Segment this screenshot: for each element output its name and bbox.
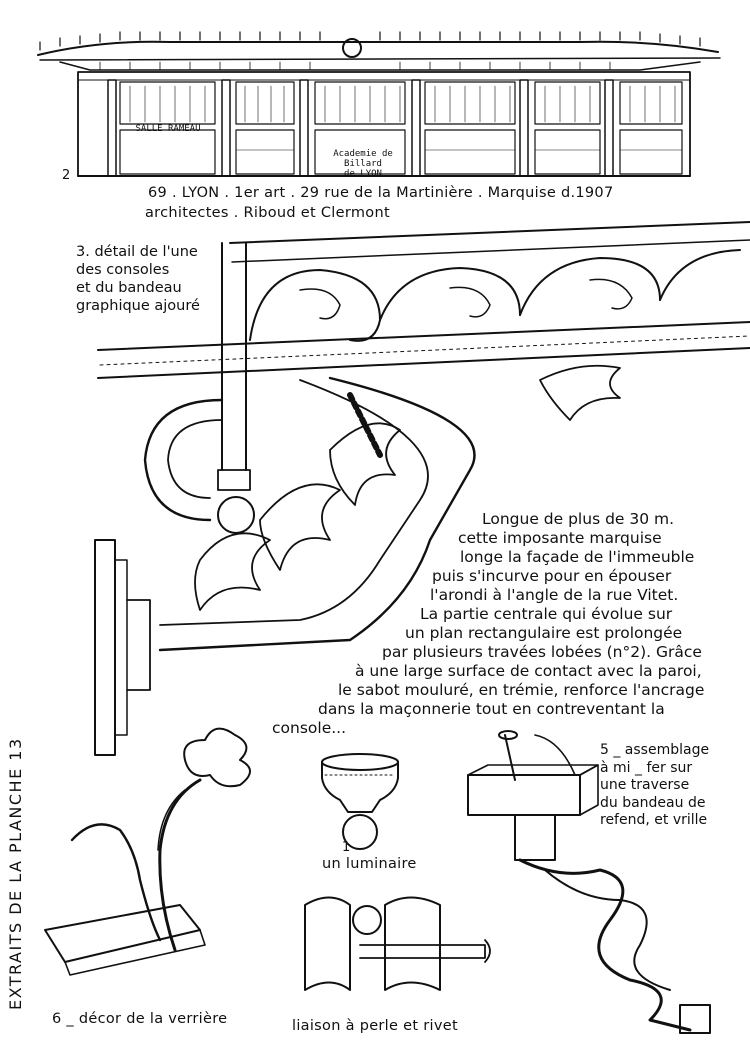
paragraph-line: à une large surface de contact avec la p… (355, 662, 702, 680)
label-1-number: 1 (342, 840, 351, 855)
paragraph-line: un plan rectangulaire est prolongée (405, 624, 683, 642)
label-3-detail-console: 3. détail de l'une des consoles et du ba… (76, 243, 200, 316)
pearl-rivet-joint-drawing (304, 896, 491, 991)
paragraph-line: par plusieurs travées lobées (n°2). Grâc… (382, 643, 702, 661)
label-3-line: 3. détail de l'une (76, 244, 198, 260)
label-6-decor: 6 _ décor de la verrière (52, 1011, 228, 1027)
label-3-line: des consoles (76, 262, 170, 279)
caption-line-1: 69 . LYON . 1er art . 29 rue de la Marti… (148, 185, 614, 201)
label-5-line: refend, et vrille (600, 812, 708, 828)
paragraph-line: puis s'incurve pour en épouser (432, 567, 672, 585)
paragraph-line: cette imposante marquise (458, 529, 662, 547)
shop-sign-academie: Academie de Billard de LYON (333, 149, 393, 179)
caption-line-2: architectes . Riboud et Clermont (145, 205, 390, 221)
paragraph-line: dans la maçonnerie tout en contreventant… (318, 700, 665, 718)
paragraph-line: Longue de plus de 30 m. (482, 510, 675, 528)
label-5-line: 5 _ assemblage (600, 742, 710, 758)
paragraph-line: l'arondi à l'angle de la rue Vitet. (430, 586, 679, 604)
label-5-assemblage: 5 _ assemblage à mi _ fer sur une traver… (600, 742, 709, 830)
side-title: EXTRAITS DE LA PLANCHE 13 (6, 737, 25, 1010)
paragraph-line: La partie centrale qui évolue sur (420, 605, 673, 623)
console-bracket-drawing (94, 221, 750, 756)
paragraph-line: longe la façade de l'immeuble (460, 548, 695, 566)
paragraph-line: console... (272, 719, 347, 737)
label-5-line: du bandeau de (600, 794, 706, 811)
paragraph-line: le sabot mouluré, en trémie, renforce l'… (338, 681, 705, 699)
label-liaison: liaison à perle et rivet (292, 1018, 458, 1034)
label-5-line: à mi _ fer sur (600, 759, 693, 776)
verriere-decor-drawing (44, 727, 251, 976)
label-5-line: une traverse (600, 777, 690, 793)
figure-number-2: 2 (62, 168, 71, 183)
luminaire-drawing (321, 753, 399, 850)
label-3-line: graphique ajouré (76, 298, 200, 315)
label-3-line: et du bandeau (76, 280, 182, 297)
label-1-luminaire: un luminaire (322, 856, 417, 872)
half-iron-assembly-drawing (467, 730, 711, 1034)
shop-sign-salle-rameau: SALLE RAMEAU (135, 124, 201, 134)
marquise-facade-drawing (37, 31, 721, 177)
